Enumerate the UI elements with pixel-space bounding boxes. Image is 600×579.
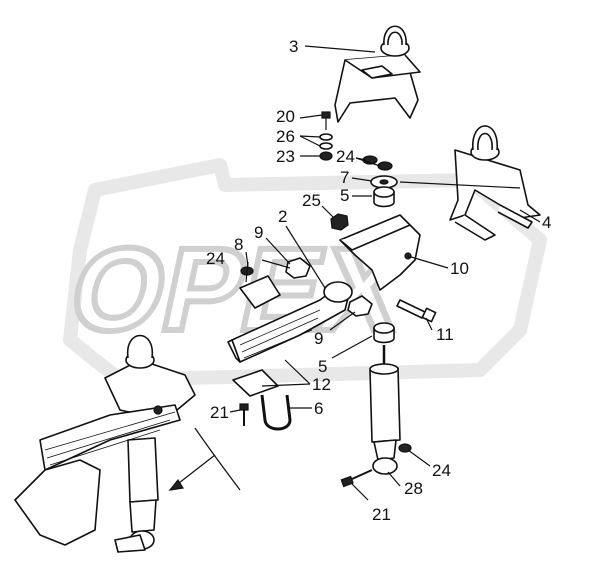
part-25-nut: [330, 213, 349, 231]
callout-5-upper: 5: [340, 186, 349, 205]
callout-23: 23: [276, 147, 295, 166]
callout-28: 28: [404, 479, 423, 498]
part-20-bolt: [321, 111, 331, 130]
part-12-plate: [232, 369, 279, 397]
callout-4: 4: [542, 213, 551, 232]
part-24-nuts-upper: [362, 155, 393, 171]
callout-21-upper: 21: [210, 403, 229, 422]
callout-9-upper: 9: [254, 223, 263, 242]
callout-26: 26: [276, 127, 295, 146]
callout-2: 2: [278, 207, 287, 226]
callout-11: 11: [436, 325, 454, 344]
callout-24-lower: 24: [432, 461, 451, 480]
part-11-bolt: [396, 299, 437, 323]
part-3-mounting-bracket: [334, 25, 421, 123]
callout-24-left: 24: [206, 249, 225, 268]
part-5-rubber-bushing-lower: [373, 322, 395, 344]
part-23-nut: [319, 151, 333, 161]
callout-8: 8: [234, 235, 243, 254]
callout-3: 3: [289, 37, 298, 56]
part-7-washer: [370, 175, 398, 189]
part-4-mounting-bracket: [449, 125, 541, 241]
part-26-washers: [319, 133, 333, 150]
callout-25: 25: [302, 191, 321, 210]
part-9-bushing-upper: [285, 257, 311, 279]
callout-21-lower: 21: [372, 505, 391, 524]
direction-arrow: [168, 427, 241, 491]
callout-9-lower: 9: [314, 329, 323, 348]
callout-6: 6: [314, 399, 323, 418]
part-21-bolt-lower: [340, 469, 373, 488]
part-shock-absorber: [369, 345, 401, 475]
part-9-bushing-lower: [347, 295, 373, 317]
callout-10: 10: [450, 259, 469, 278]
part-8-plate: [239, 275, 281, 309]
callout-labels: 3 20 26 23 24 7 5 4 25 2 9 8 24 10 11 9 …: [206, 37, 551, 524]
callout-20: 20: [276, 107, 295, 126]
assembled-suspension-view: [14, 334, 196, 553]
part-21-bolt-upper: [239, 403, 249, 426]
part-6-u-bolt: [260, 394, 292, 431]
callout-12: 12: [312, 375, 331, 394]
callout-7: 7: [340, 168, 349, 187]
callout-24-upper: 24: [336, 147, 355, 166]
part-5-rubber-bushing-upper: [373, 186, 395, 208]
part-2-suspension-arm: [227, 281, 353, 363]
leader-lines: [229, 45, 541, 501]
part-10-bracket: [339, 214, 421, 291]
callout-5-lower: 5: [318, 357, 327, 376]
